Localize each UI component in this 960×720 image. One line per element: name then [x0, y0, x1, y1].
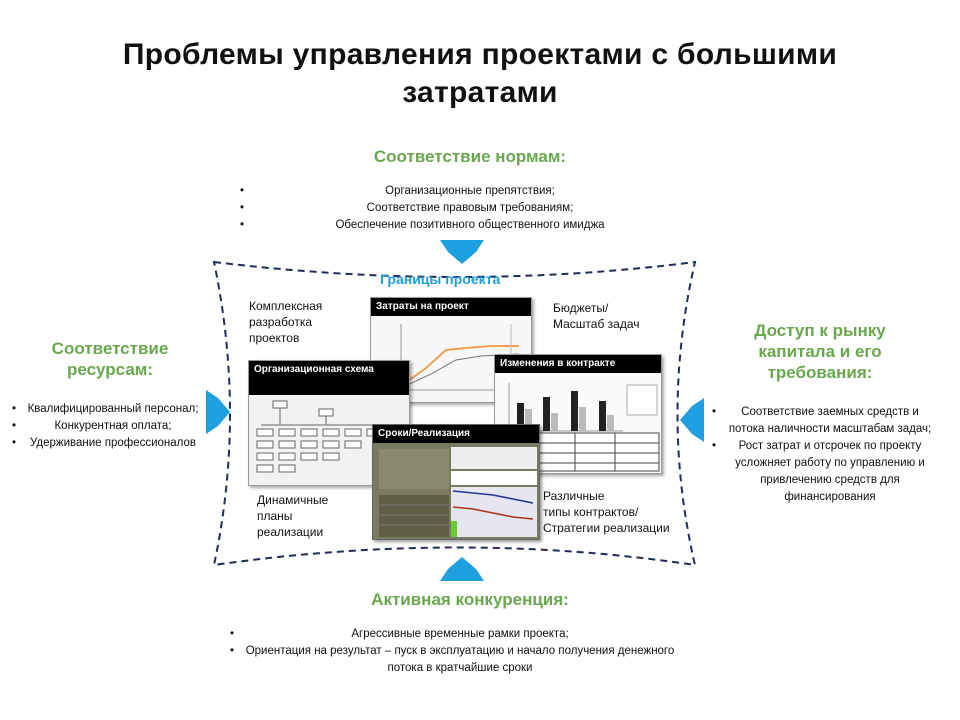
gantt-chart-thumbnail [373, 443, 539, 539]
label-contract-types: Различные типы контрактов/ Стратегии реа… [543, 488, 670, 536]
left-bullet-item: Конкурентная оплата; [12, 418, 204, 435]
top-bullet-item: Соответствие правовым требованиям; [240, 200, 690, 217]
left-heading: Соответствие ресурсам: [20, 338, 200, 380]
label-complex-design: Комплексная разработка проектов [249, 298, 322, 346]
left-bullet-item: Квалифицированный персонал; [12, 401, 204, 418]
panel-project-costs-title: Затраты на проект [371, 298, 531, 316]
left-bullet-list: Квалифицированный персонал; Конкурентная… [12, 401, 204, 452]
right-bullet-list: Соответствие заемных средств и потока на… [712, 404, 938, 506]
panel-schedule-title: Сроки/Реализация [373, 425, 539, 443]
slide-title-line-1: Проблемы управления проектами с большими [122, 38, 838, 71]
arrow-down-icon [440, 240, 484, 264]
top-bullet-item: Обеспечение позитивного общественного им… [240, 217, 690, 234]
label-complex-design-line: Комплексная [249, 299, 323, 313]
label-budgets-line: Бюджеты/ [553, 301, 609, 315]
right-heading: Доступ к рынку капитала и его требования… [720, 320, 920, 383]
label-dynamic-plans-line: планы [257, 509, 293, 523]
top-bullet-item: Организационные препятствия; [240, 183, 690, 200]
top-bullet-list: Организационные препятствия; Соответстви… [240, 183, 690, 234]
right-heading-line-2: капитала и его [758, 342, 882, 361]
slide-title: Проблемы управления проектами с большими… [0, 36, 960, 112]
slide-title-line-2: затратами [402, 76, 558, 109]
label-contract-types-line: Различные [543, 489, 605, 503]
panel-org-scheme: Организационная схема [248, 360, 410, 486]
label-budgets-line: Масштаб задач [553, 317, 640, 331]
bottom-bullet-item: Ориентация на результат – пуск в эксплуа… [230, 643, 680, 677]
right-bullet-item: Рост затрат и отсрочек по проекту усложн… [712, 438, 938, 506]
panel-contract-changes: Изменения в контракте [494, 354, 662, 474]
boundary-label: Границы проекта [380, 271, 501, 287]
top-heading: Соответствие нормам: [373, 147, 567, 166]
label-budgets: Бюджеты/ Масштаб задач [553, 300, 640, 332]
right-heading-line-1: Доступ к рынку [754, 321, 886, 340]
label-dynamic-plans-line: Динамичные [257, 493, 329, 507]
arrow-left-icon [680, 398, 704, 442]
right-bullet-item: Соответствие заемных средств и потока на… [712, 404, 938, 438]
label-dynamic-plans-line: реализации [257, 525, 324, 539]
label-complex-design-line: разработка [249, 315, 313, 329]
left-heading-line-2: ресурсам: [66, 360, 154, 379]
bottom-bullet-item: Агрессивные временные рамки проекта; [230, 626, 680, 643]
right-heading-line-3: требования: [767, 363, 873, 382]
bottom-heading: Активная конкуренция: [371, 590, 569, 609]
panel-contract-changes-title: Изменения в контракте [495, 355, 661, 373]
label-contract-types-line: типы контрактов/ [543, 505, 639, 519]
label-complex-design-line: проектов [249, 331, 300, 345]
arrow-up-icon [440, 557, 484, 581]
label-contract-types-line: Стратегии реализации [543, 521, 670, 535]
left-heading-line-1: Соответствие [51, 339, 169, 358]
arrow-right-icon [206, 390, 230, 434]
panel-schedule: Сроки/Реализация [372, 424, 540, 540]
contract-chart-thumbnail [495, 373, 661, 473]
bottom-bullet-list: Агрессивные временные рамки проекта; Ори… [230, 626, 680, 677]
label-dynamic-plans: Динамичные планы реализации [257, 492, 328, 540]
panel-org-scheme-title: Организационная схема [249, 361, 409, 395]
left-bullet-item: Удерживание профессионалов [12, 435, 204, 452]
